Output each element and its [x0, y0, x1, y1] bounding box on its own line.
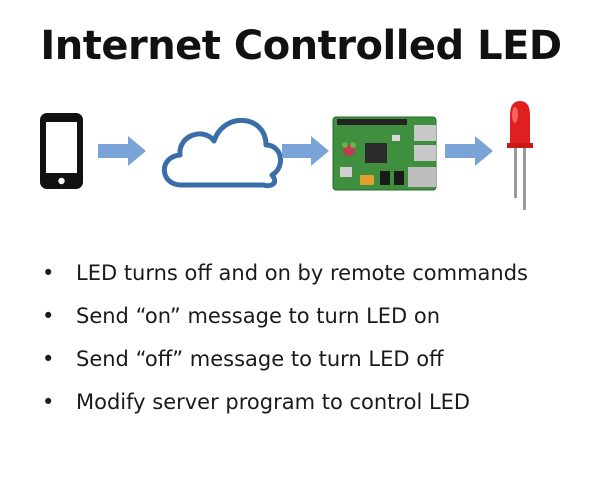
list-item: • Modify server program to control LED	[40, 381, 580, 424]
phone-icon	[40, 113, 83, 189]
arrow-icon	[98, 136, 146, 166]
bullet-dot: •	[42, 304, 55, 328]
raspberry-pi-board	[332, 116, 437, 191]
list-item: • Send “off” message to turn LED off	[40, 338, 580, 381]
bullet-list: • LED turns off and on by remote command…	[40, 252, 580, 424]
bullet-text: LED turns off and on by remote commands	[76, 261, 528, 285]
bullet-dot: •	[42, 390, 55, 414]
flow-diagram	[0, 95, 602, 220]
arrow-icon	[445, 136, 493, 166]
bullet-dot: •	[42, 261, 55, 285]
arrow-icon	[282, 136, 329, 166]
bullet-text: Modify server program to control LED	[76, 390, 471, 414]
bullet-text: Send “off” message to turn LED off	[76, 347, 444, 371]
bullet-dot: •	[42, 347, 55, 371]
slide-title: Internet Controlled LED	[40, 23, 562, 69]
red-led	[507, 101, 533, 210]
list-item: • LED turns off and on by remote command…	[40, 252, 580, 295]
bullet-text: Send “on” message to turn LED on	[76, 304, 441, 328]
cloud-icon	[161, 117, 283, 189]
list-item: • Send “on” message to turn LED on	[40, 295, 580, 338]
